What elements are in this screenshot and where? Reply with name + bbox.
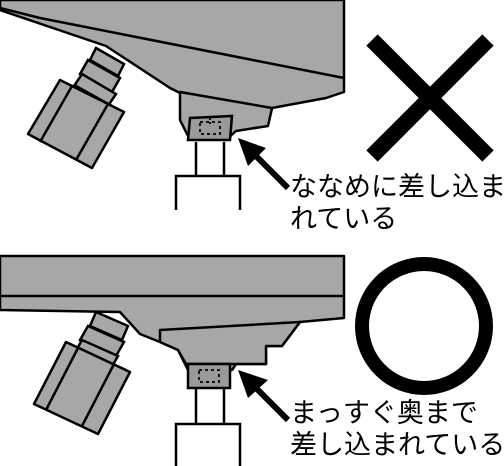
connector-straight bbox=[186, 362, 232, 390]
pointer-arrow-right bbox=[238, 370, 291, 423]
stand-base-level bbox=[174, 422, 242, 466]
side-cylinder-level bbox=[32, 340, 132, 436]
wrong-insertion-caption: ななめに差し込ま れている bbox=[290, 172, 504, 236]
wrong-insertion-panel bbox=[0, 0, 494, 210]
caption-line: 差し込まれている bbox=[290, 430, 504, 461]
caption-line: ななめに差し込ま bbox=[290, 172, 504, 203]
circle-mark-icon bbox=[355, 257, 493, 395]
pointer-arrow-wrong bbox=[238, 138, 291, 191]
holder-block-level bbox=[158, 320, 302, 366]
side-cylinder-tilted bbox=[26, 78, 126, 170]
caption-line: れている bbox=[290, 204, 398, 235]
correct-insertion-panel bbox=[0, 254, 493, 466]
device-body-level bbox=[0, 254, 346, 372]
correct-insertion-caption: まっすぐ奥まで 差し込まれている bbox=[290, 398, 504, 462]
caption-line: まっすぐ奥まで bbox=[290, 398, 478, 429]
stand-base bbox=[174, 174, 242, 210]
cross-mark-icon bbox=[366, 34, 494, 162]
device-body-edge bbox=[0, 6, 345, 80]
connector-tilted bbox=[186, 114, 234, 142]
